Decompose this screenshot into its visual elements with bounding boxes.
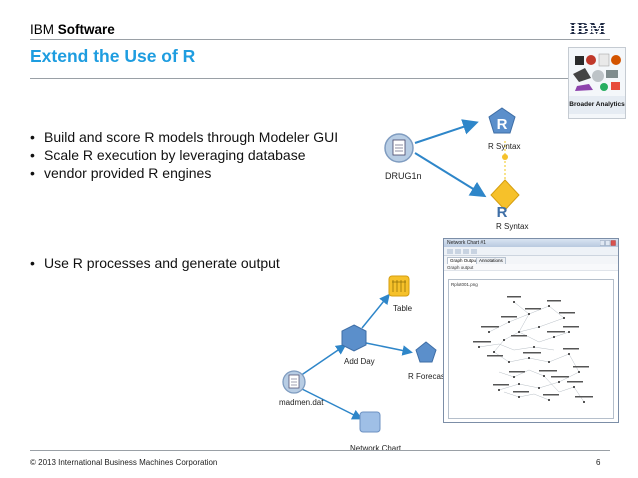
connector-arrow: [414, 119, 479, 144]
tab-annotations[interactable]: Annotations: [476, 257, 506, 264]
connector-arrow: [414, 152, 487, 198]
window-controls-icon[interactable]: [600, 240, 616, 246]
network-chart-node-icon: [359, 411, 381, 433]
network-chart-window: Network Chart #1 Graph Output Annotation…: [443, 238, 619, 423]
node-label-r-forecast: R Forecast: [408, 372, 448, 381]
network-graph-image: [473, 296, 593, 403]
bullet-item: Build and score R models through Modeler…: [30, 128, 338, 146]
brand-light: IBM: [30, 22, 58, 37]
file-glyph: [288, 374, 300, 389]
connector-arrow: [365, 342, 413, 356]
window-title: Network Chart #1: [447, 240, 486, 246]
header-divider: [30, 39, 610, 40]
node-label-add-day: Add Day: [344, 357, 375, 366]
brand-bold: Software: [57, 22, 115, 37]
node-label-network-chart: Network Chart: [350, 444, 402, 453]
r-model-node-icon: [488, 107, 516, 134]
node-label-r-syntax-nugget: R Syntax: [496, 222, 529, 231]
broader-analytics-thumbnail: Broader Analytics: [568, 47, 626, 119]
stream-diagram-bottom: [282, 275, 437, 433]
page-title: Extend the Use of R: [30, 46, 196, 66]
ibm-logo-icon: IBM: [566, 19, 610, 37]
copyright: © 2013 International Business Machines C…: [30, 458, 218, 467]
node-label-r-syntax-model: R Syntax: [488, 142, 521, 151]
bullet-item: Scale R execution by leveraging database: [30, 146, 338, 164]
brand-name: IBM Software: [30, 22, 115, 37]
connector-arrow: [299, 387, 363, 420]
nugget-link-dot: [502, 154, 508, 160]
window-titlebar: Network Chart #1: [444, 239, 618, 247]
file-glyph: [392, 139, 406, 156]
connector-arrow: [361, 293, 390, 329]
connector-arrow: [299, 344, 347, 377]
window-toolbar: [444, 247, 618, 256]
derive-node-icon: [341, 324, 367, 352]
network-graph-area: Rplot001.png: [448, 279, 614, 419]
ibm-logo-text: IBM: [570, 19, 607, 37]
page-number: 6: [596, 458, 601, 467]
r-model-glyph: R: [497, 116, 508, 133]
title-divider: [30, 78, 610, 79]
bullet-item-continued: vendor provided R engines: [30, 164, 338, 182]
thumbnail-label: Broader Analytics: [569, 96, 625, 114]
node-label-drug1n: DRUG1n: [385, 171, 422, 181]
r-nugget-node-icon: [490, 179, 520, 211]
r-nugget-glyph: R: [497, 204, 508, 221]
bullet-list-top: Build and score R models through Modeler…: [30, 128, 338, 182]
bullet-item: Use R processes and generate output: [30, 254, 280, 272]
graph-caption: Rplot001.png: [451, 282, 478, 287]
footer-divider: [30, 450, 610, 451]
node-label-madmen: madmen.dat: [279, 398, 324, 407]
table-node-icon: [388, 275, 410, 297]
bullet-continuation-text: vendor provided R engines: [44, 165, 212, 181]
bullet-list-bottom: Use R processes and generate output: [30, 254, 280, 272]
window-tabs: Graph Output Annotations: [444, 256, 618, 264]
forecast-node-icon: [415, 341, 437, 363]
node-label-table: Table: [393, 304, 413, 313]
graph-output-heading: Graph output: [444, 264, 618, 271]
analytics-collage-image: [573, 53, 621, 91]
stream-diagram-top: R R: [384, 107, 520, 221]
toolbar-icons[interactable]: [447, 248, 507, 255]
